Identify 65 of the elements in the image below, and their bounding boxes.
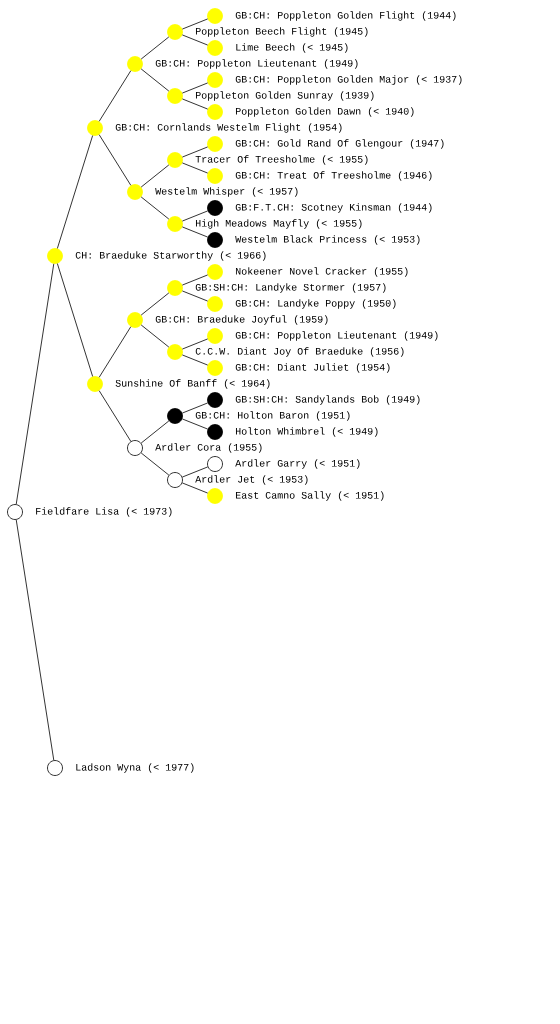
dog-name: GB:CH: Treat Of Treesholme (1946) [235,171,432,181]
dog-name: GB:CH: Braeduke Joyful (1959) [155,315,328,325]
dog-name: Ardler Garry (< 1951) [235,459,360,469]
connector-line [181,34,209,46]
connector-line [140,36,170,60]
dog-name: GB:CH: Gold Rand Of Glengour (1947) [235,139,444,149]
dog-name: Sunshine Of Banff (< 1964) [115,379,270,389]
dog-name: CH: Braeduke Starworthy (< 1966) [75,251,266,261]
dog-name: Westelm Whisper (< 1957) [155,187,298,197]
connector-line [56,135,94,249]
dog-name: GB:CH: Poppleton Golden Flight (1944) [235,11,456,21]
dog-name: GB:CH: Poppleton Lieutenant (1949) [235,331,438,341]
connector-line [15,519,55,761]
dog-name: GB:CH: Poppleton Lieutenant (1949) [155,59,358,69]
connector-line [181,338,209,350]
connector-line [181,402,209,414]
connector-line [140,324,170,348]
connector-line [181,354,209,366]
dog-name: GB:SH:CH: Sandylands Bob (1949) [235,395,420,405]
dog-name: Ardler Jet (< 1953) [195,475,308,485]
dog-name: Poppleton Golden Sunray (1939) [196,91,374,101]
connector-line [181,418,209,430]
connector-line [56,263,94,377]
dog-name: Poppleton Beech Flight (1945) [196,27,368,37]
dog-name: GB:CH: Diant Juliet (1954) [235,363,390,373]
connector-line [140,292,170,316]
dog-name: Tracer Of Treesholme (< 1955) [195,155,368,165]
dog-name: Ladson Wyna (< 1977) [76,763,194,773]
dog-name: High Meadows Mayfly (< 1955) [196,219,362,229]
connector-line [98,326,132,378]
dog-name: GB:CH: Holton Baron (1951) [195,411,350,421]
connector-line [98,134,132,186]
dog-name: C.C.W. Diant Joy Of Braeduke (1956) [195,347,404,357]
dog-name: GB:SH:CH: Landyke Stormer (1957) [195,283,386,293]
connector-line [181,162,209,174]
connector-line [181,274,209,286]
connector-line [140,68,170,92]
connector-line [181,290,209,302]
connector-line [181,482,209,494]
dog-name: Westelm Black Princess (< 1953) [235,235,420,245]
dog-name: Ardler Cora (1955) [155,443,262,453]
connector-line [181,466,209,478]
dog-name: GB:CH: Poppleton Golden Major (< 1937) [235,75,462,85]
dog-name: Nokeener Novel Cracker (1955) [236,267,408,277]
dog-name: GB:CH: Landyke Poppy (1950) [235,299,396,309]
connector-line [140,420,170,444]
connector-line [181,98,209,110]
connector-line [140,452,170,476]
connector-line [181,210,209,222]
dog-name: East Camno Sally (< 1951) [236,491,384,501]
dog-name: Lime Beech (< 1945) [236,43,348,53]
connector-line [140,196,170,220]
dog-name: Poppleton Golden Dawn (< 1940) [236,107,414,117]
connector-line [98,70,132,122]
connector-line [181,82,209,94]
dog-name: Holton Whimbrel (< 1949) [236,427,378,437]
dog-name: Fieldfare Lisa (< 1973) [36,507,172,517]
connector-line [140,164,170,188]
dog-name: GB:CH: Cornlands Westelm Flight (1954) [115,123,342,133]
connector-line [98,390,132,442]
connector-line [181,146,209,158]
connector-line [15,263,55,505]
dog-name: GB:F.T.CH: Scotney Kinsman (1944) [235,203,432,213]
connector-line [181,226,209,238]
connector-line [181,18,209,30]
